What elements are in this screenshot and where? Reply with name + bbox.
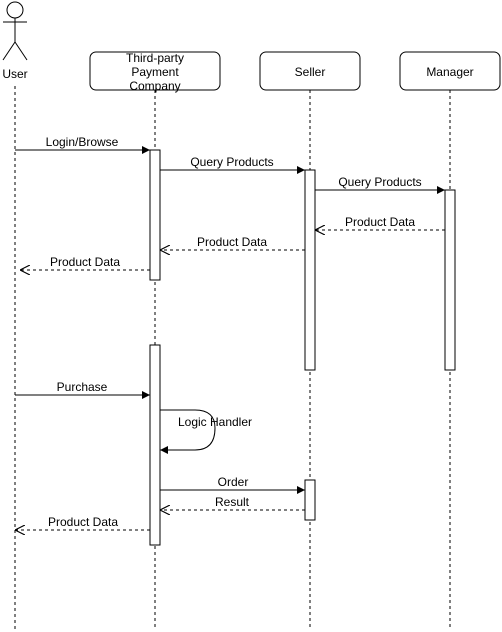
manager-participant: Manager — [399, 51, 501, 91]
user-actor-left-leg — [2, 41, 16, 61]
seller-label: Seller — [295, 65, 326, 79]
order-label: Order — [218, 475, 249, 489]
user-actor-label: User — [2, 67, 27, 81]
message-data-from-seller: Product Data — [160, 235, 305, 250]
result-label: Result — [215, 495, 250, 509]
payment-company-activation-2 — [149, 344, 161, 546]
manager-activation — [444, 189, 456, 371]
seller-activation-1 — [304, 169, 316, 371]
message-data-to-user-1: Product Data — [20, 255, 150, 270]
data-to-user-2-label: Product Data — [48, 515, 118, 529]
message-query-to-manager: Query Products — [315, 175, 445, 194]
logic-handler-label: Logic Handler — [178, 415, 252, 429]
user-actor: User — [2, 1, 28, 81]
seller-participant: Seller — [259, 51, 361, 91]
payment-company-participant: Third-party Payment Company — [89, 51, 221, 93]
login-browse-label: Login/Browse — [46, 135, 119, 149]
message-query-to-seller: Query Products — [160, 155, 305, 174]
message-data-from-manager: Product Data — [315, 215, 445, 230]
data-from-seller-label: Product Data — [197, 235, 267, 249]
message-data-to-user-2: Product Data — [15, 515, 150, 530]
payment-company-label-line1: Third-party — [126, 51, 184, 65]
payment-company-label-line2: Payment — [131, 65, 179, 79]
query-to-manager-label: Query Products — [338, 175, 421, 189]
payment-company-activation-1 — [149, 149, 161, 281]
message-logic-handler: Logic Handler — [160, 409, 252, 454]
message-purchase: Purchase — [15, 380, 150, 399]
purchase-label: Purchase — [57, 380, 108, 394]
message-order: Order — [160, 475, 305, 494]
payment-company-label-line3: Company — [129, 79, 180, 93]
query-to-seller-label: Query Products — [190, 155, 273, 169]
user-actor-right-leg — [14, 41, 28, 61]
message-result: Result — [160, 495, 305, 510]
data-from-manager-label: Product Data — [345, 215, 415, 229]
seller-activation-2 — [304, 479, 316, 521]
logic-handler-arrow — [160, 409, 216, 454]
manager-label: Manager — [426, 65, 473, 79]
data-to-user-1-label: Product Data — [50, 255, 120, 269]
message-login-browse: Login/Browse — [15, 135, 150, 154]
user-actor-head — [6, 1, 24, 19]
